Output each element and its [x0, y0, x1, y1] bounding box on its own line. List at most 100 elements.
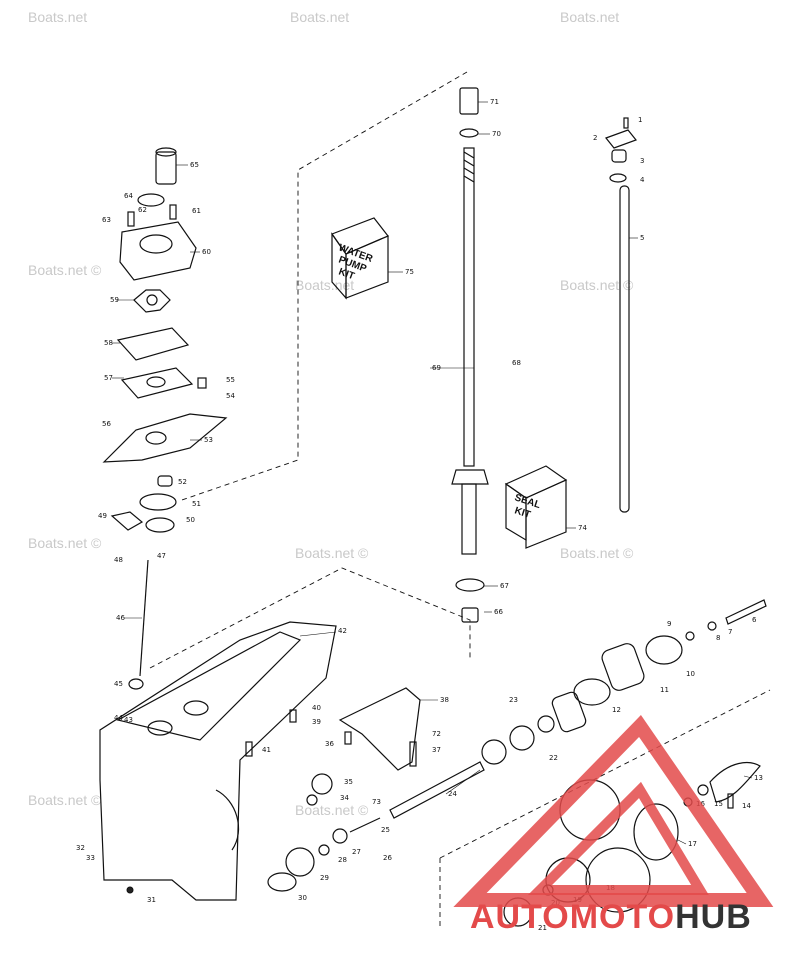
callout-28: 28	[338, 856, 347, 864]
gear-case	[99, 621, 337, 901]
propeller-shaft	[389, 761, 485, 819]
watermark: Boats.net ©	[28, 792, 102, 808]
watermark: Boats.net ©	[28, 262, 102, 278]
callout-23: 23	[509, 696, 518, 704]
callout-3: 3	[640, 157, 644, 165]
callout-36: 36	[325, 740, 334, 748]
watermark: Boats.net ©	[560, 545, 634, 561]
callout-56: 56	[102, 420, 111, 428]
impeller-hub	[146, 294, 158, 306]
grommet	[137, 193, 165, 207]
callout-26: 26	[383, 854, 392, 862]
callout-61: 61	[192, 207, 201, 215]
callout-7: 7	[728, 628, 732, 636]
callout-73: 73	[372, 798, 381, 806]
callout-1: 1	[638, 116, 642, 124]
dashed-outline	[439, 689, 771, 859]
pump-tube-top	[155, 147, 177, 157]
leader-line	[445, 769, 481, 795]
dashed-outline	[149, 567, 471, 669]
callout-31: 31	[147, 896, 156, 904]
screw	[623, 117, 629, 129]
watermark: Boats.net	[295, 277, 354, 293]
tube-seal	[128, 678, 144, 690]
gasket	[110, 511, 144, 531]
logo-text: AUTOMOTOHUB	[470, 898, 752, 936]
watermark: Boats.net ©	[295, 545, 369, 561]
clutch	[332, 828, 348, 844]
nut	[707, 621, 717, 631]
callout-68: 68	[512, 359, 521, 367]
callout-43: 43	[124, 716, 133, 724]
logo-prefix: AUTO	[470, 898, 570, 936]
pump-base	[102, 413, 228, 463]
callout-33: 33	[86, 854, 95, 862]
callout-75: 75	[405, 268, 414, 276]
callout-39: 39	[312, 718, 321, 726]
reverse-gear	[481, 739, 507, 765]
o-ring	[609, 173, 627, 183]
callout-62: 62	[138, 206, 147, 214]
automotohub-logo: AUTOMOTOHUB	[453, 715, 774, 936]
callout-65: 65	[190, 161, 199, 169]
callout-55: 55	[226, 376, 235, 384]
gear-train	[267, 599, 767, 892]
watermark: Boats.net	[560, 9, 619, 25]
callout-57: 57	[104, 374, 113, 382]
cotter-pin	[727, 793, 734, 809]
plate	[338, 687, 421, 771]
callout-48: 48	[114, 556, 123, 564]
seal	[157, 475, 173, 487]
forward-gear	[285, 847, 315, 877]
callout-70: 70	[492, 130, 501, 138]
callout-50: 50	[186, 516, 195, 524]
callout-13: 13	[754, 774, 763, 782]
rod-bracket	[605, 129, 637, 149]
callout-6: 6	[752, 616, 757, 624]
washer	[318, 844, 330, 856]
callout-71: 71	[490, 98, 499, 106]
bearing-carrier	[551, 691, 587, 733]
callout-60: 60	[202, 248, 211, 256]
screw	[344, 731, 352, 745]
callout-25: 25	[381, 826, 390, 834]
screw	[197, 377, 207, 389]
anode-plate	[245, 687, 421, 771]
leader-line	[677, 839, 687, 845]
gasket	[116, 327, 190, 361]
screw	[127, 211, 135, 227]
callout-21: 21	[538, 924, 547, 932]
callout-46: 46	[116, 614, 125, 622]
callout-8: 8	[716, 634, 720, 642]
case-contour	[215, 789, 240, 851]
shaft-bushing	[459, 87, 479, 115]
plug	[126, 886, 134, 894]
callout-59: 59	[110, 296, 119, 304]
callout-30: 30	[298, 894, 307, 902]
kit-label-line: KIT	[337, 266, 356, 282]
callout-2: 2	[593, 134, 597, 142]
water-tube	[139, 559, 149, 677]
group-outlines	[149, 71, 771, 930]
callout-4: 4	[640, 176, 645, 184]
propeller-bushing	[633, 803, 679, 861]
watermark: Boats.net ©	[295, 802, 369, 818]
callout-47: 47	[157, 552, 166, 560]
watermark: Boats.net ©	[28, 535, 102, 551]
callout-14: 14	[742, 802, 751, 810]
o-ring	[645, 635, 683, 665]
callout-24: 24	[448, 790, 457, 798]
kit-box-front	[345, 235, 389, 299]
washer	[537, 715, 555, 733]
o-ring	[455, 578, 485, 592]
case-bore	[147, 720, 173, 736]
callout-41: 41	[262, 746, 271, 754]
propeller-blade	[585, 847, 651, 913]
gear-housing	[99, 559, 337, 901]
case-deck	[116, 631, 302, 741]
leader-lines	[112, 101, 753, 845]
bushing	[611, 149, 627, 163]
callout-74: 74	[578, 524, 587, 532]
